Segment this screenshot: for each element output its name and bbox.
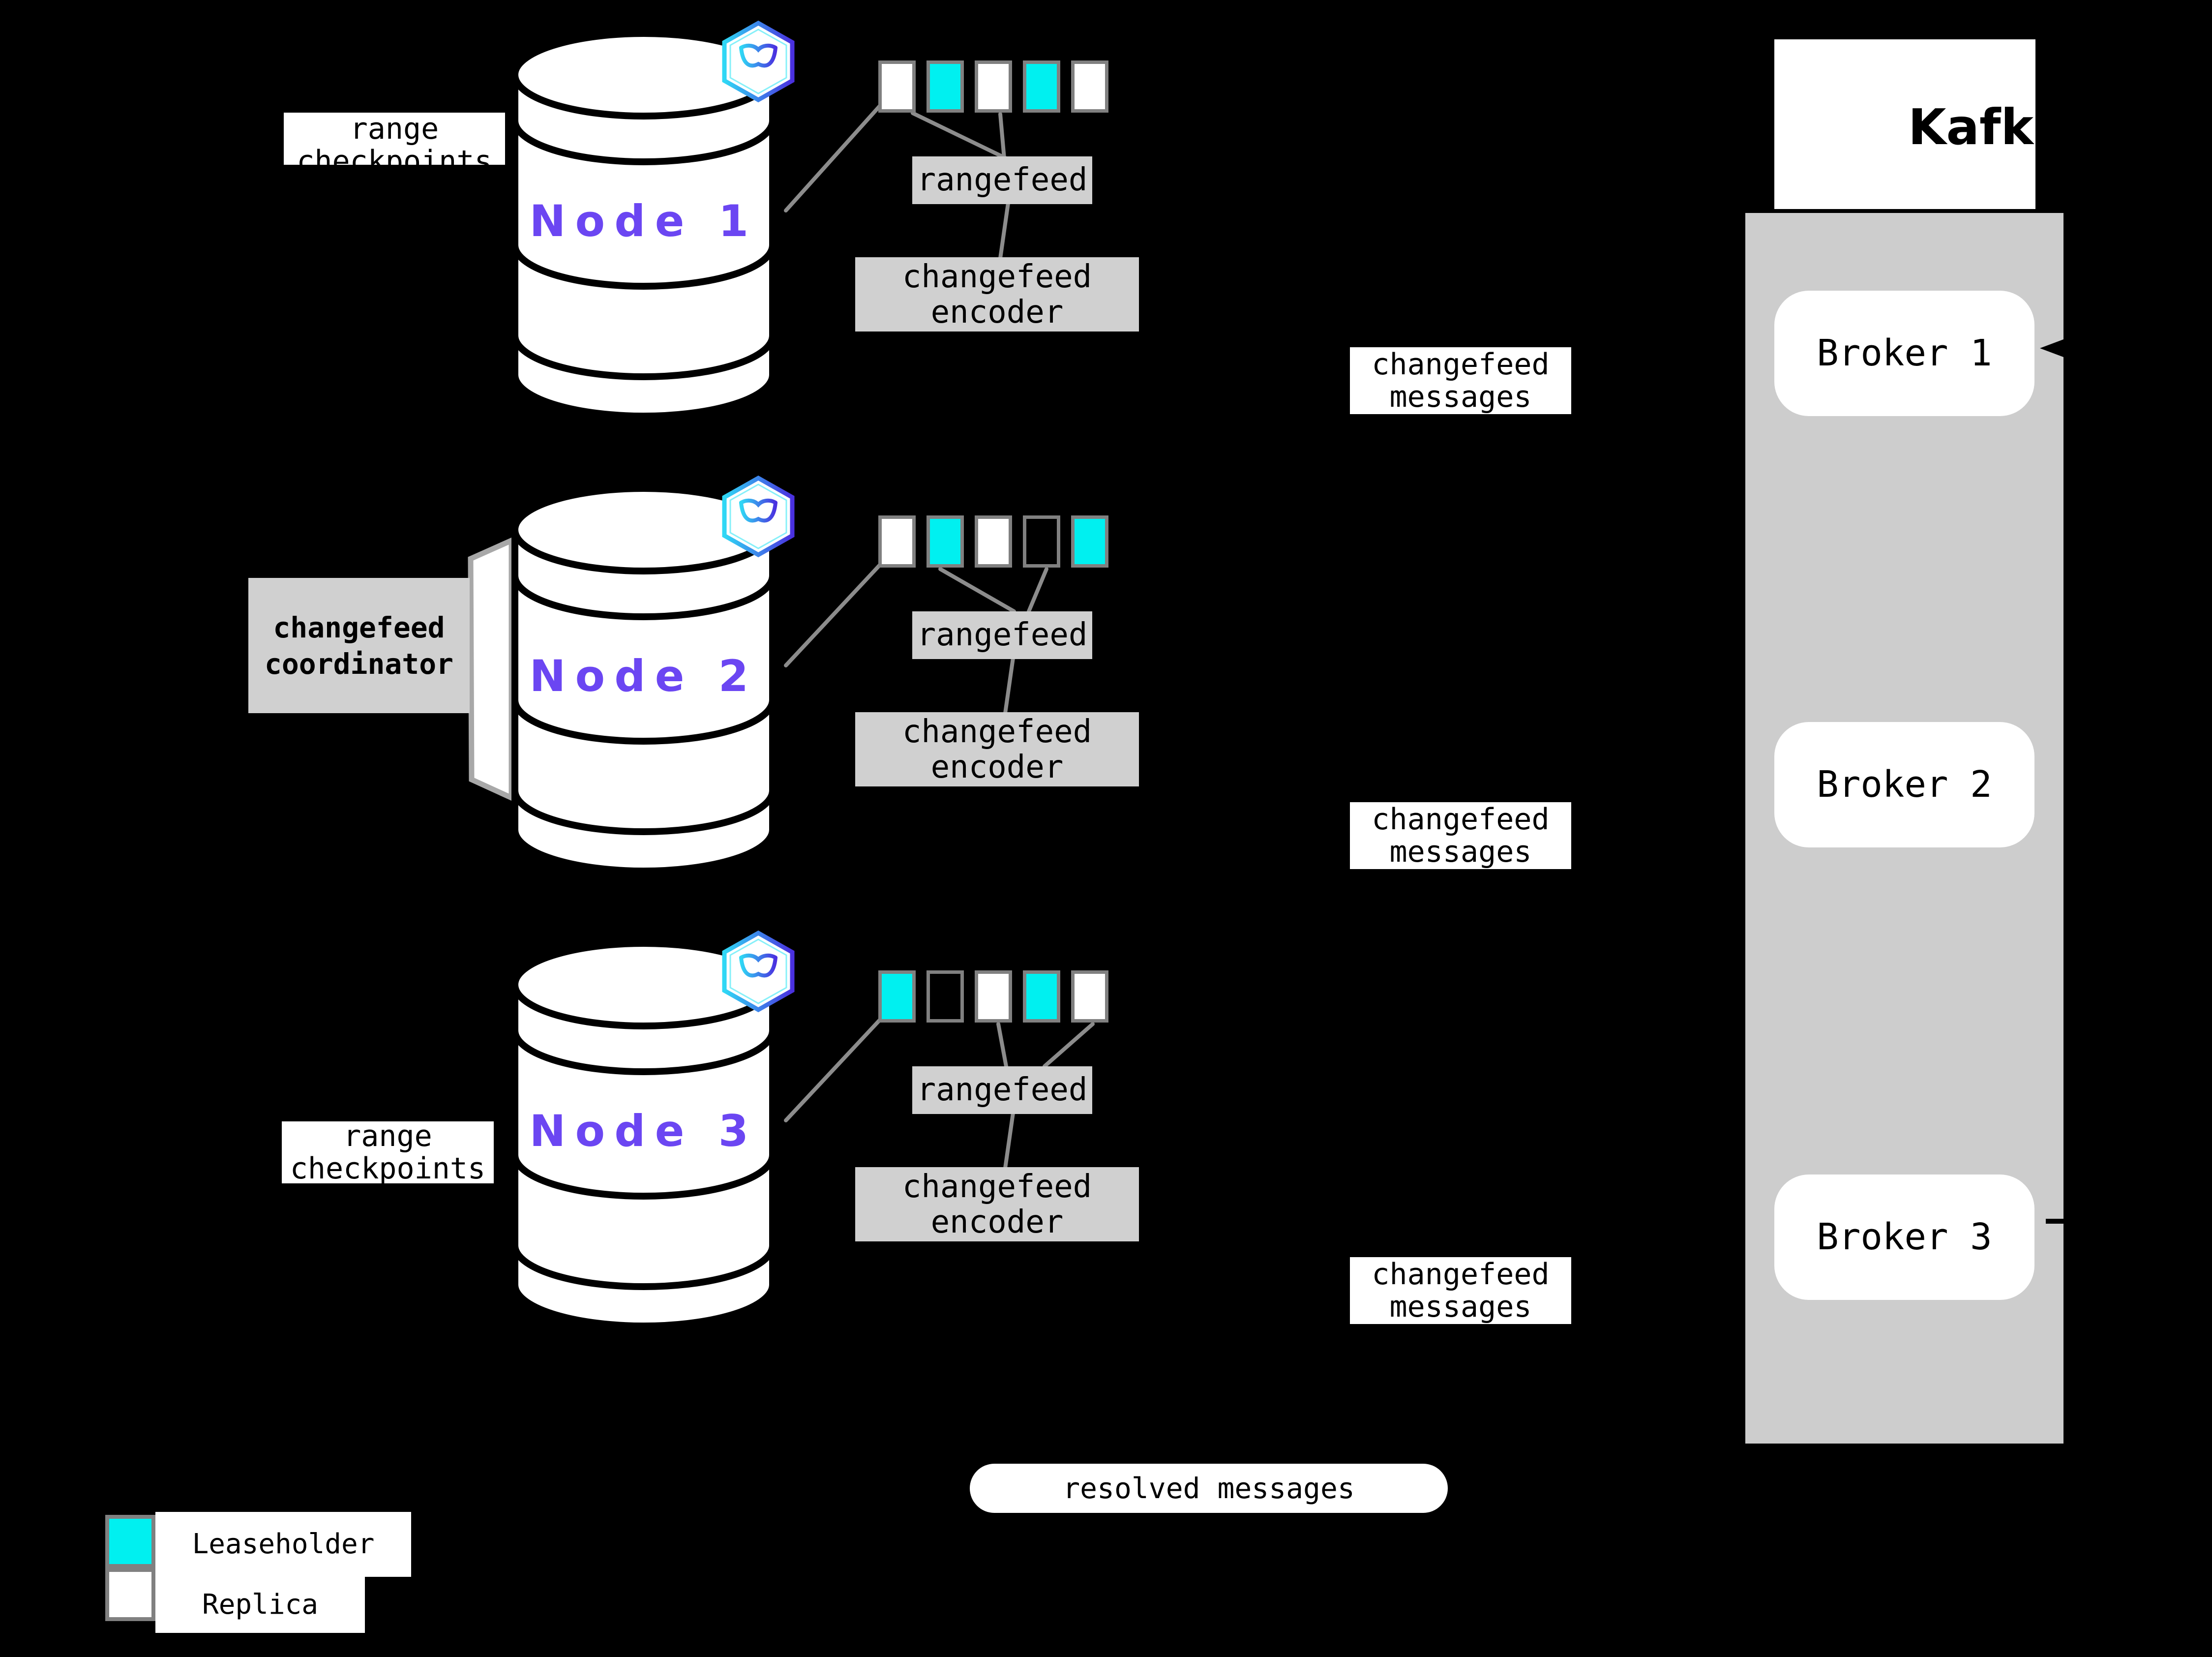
label-line: changefeed — [273, 610, 445, 644]
label-line: changefeed — [902, 1168, 1092, 1205]
range-replica — [1071, 60, 1108, 113]
label-line: encoder — [930, 749, 1064, 785]
range-replica — [1071, 970, 1108, 1023]
label-line: checkpoints — [297, 144, 492, 165]
rangefeed-box: rangefeed — [912, 611, 1092, 659]
legend-leaseholder-label: Leaseholder — [155, 1512, 411, 1577]
range-checkpoints-label-top: range checkpoints — [284, 113, 505, 165]
range-replica — [975, 515, 1012, 568]
broker-3: Broker 3 — [1774, 1175, 2034, 1300]
label-line: checkpoints — [290, 1151, 486, 1186]
node-2-label: Node 2 — [529, 651, 758, 701]
node-3-ranges — [878, 970, 1108, 1023]
kafka-logo-box — [1774, 39, 2035, 209]
label-line: encoder — [930, 294, 1064, 331]
range-leaseholder — [927, 60, 964, 113]
label-line: coordinator — [264, 647, 454, 681]
range-checkpoints-label-bottom: range checkpoints — [282, 1119, 494, 1186]
kafka-logo-text: Kafka — [1908, 98, 2067, 156]
label-line: messages — [1389, 380, 1532, 414]
label-line: range — [350, 113, 439, 146]
range-empty — [927, 970, 964, 1023]
changefeed-encoder-box: changefeed encoder — [855, 712, 1139, 786]
legend-replica-label: Replica — [155, 1577, 365, 1633]
node-2-ranges — [878, 515, 1108, 568]
range-leaseholder — [1023, 60, 1060, 113]
changefeed-messages-label: changefeed messages — [1350, 347, 1571, 414]
cockroachdb-icon — [724, 23, 792, 100]
broker-2: Broker 2 — [1774, 722, 2034, 847]
range-leaseholder — [1023, 970, 1060, 1023]
range-leaseholder — [878, 970, 916, 1023]
label-line: changefeed — [1372, 1257, 1550, 1292]
node-3-label: Node 3 — [529, 1106, 758, 1156]
arrow-fragment-broker-3 — [2046, 1219, 2068, 1224]
changefeed-encoder-box: changefeed encoder — [855, 1167, 1139, 1241]
label-line: changefeed — [1372, 802, 1550, 837]
changefeed-messages-label: changefeed messages — [1350, 802, 1571, 869]
legend-leaseholder-swatch — [105, 1515, 155, 1568]
range-replica — [878, 60, 916, 113]
label-line: changefeed — [902, 713, 1092, 750]
label-line: changefeed — [902, 258, 1092, 295]
changefeed-encoder-box: changefeed encoder — [855, 257, 1139, 331]
changefeed-messages-label: changefeed messages — [1350, 1257, 1571, 1324]
arrowhead-into-broker-1 — [2040, 339, 2063, 357]
range-replica — [975, 60, 1012, 113]
label-line: changefeed — [1372, 347, 1550, 382]
broker-1: Broker 1 — [1774, 291, 2034, 416]
label-line: encoder — [930, 1204, 1064, 1240]
range-empty — [1023, 515, 1060, 568]
cockroachdb-icon — [724, 478, 792, 555]
range-replica — [975, 970, 1012, 1023]
range-leaseholder — [1071, 515, 1108, 568]
coordinator-pointer-flag — [468, 536, 514, 802]
node-1-label: Node 1 — [529, 196, 758, 246]
rangefeed-box: rangefeed — [912, 1066, 1092, 1114]
node-1-ranges — [878, 60, 1108, 113]
label-line: range — [343, 1119, 432, 1153]
resolved-messages-label: resolved messages — [970, 1464, 1448, 1513]
legend-replica-swatch — [105, 1568, 155, 1621]
rangefeed-box: rangefeed — [912, 156, 1092, 204]
cockroachdb-icon — [724, 933, 792, 1010]
changefeed-coordinator-label: changefeed coordinator — [248, 578, 470, 713]
range-leaseholder — [927, 515, 964, 568]
label-line: messages — [1389, 835, 1532, 869]
label-line: messages — [1389, 1290, 1532, 1324]
connector-lines — [784, 102, 1095, 1170]
range-replica — [878, 515, 916, 568]
